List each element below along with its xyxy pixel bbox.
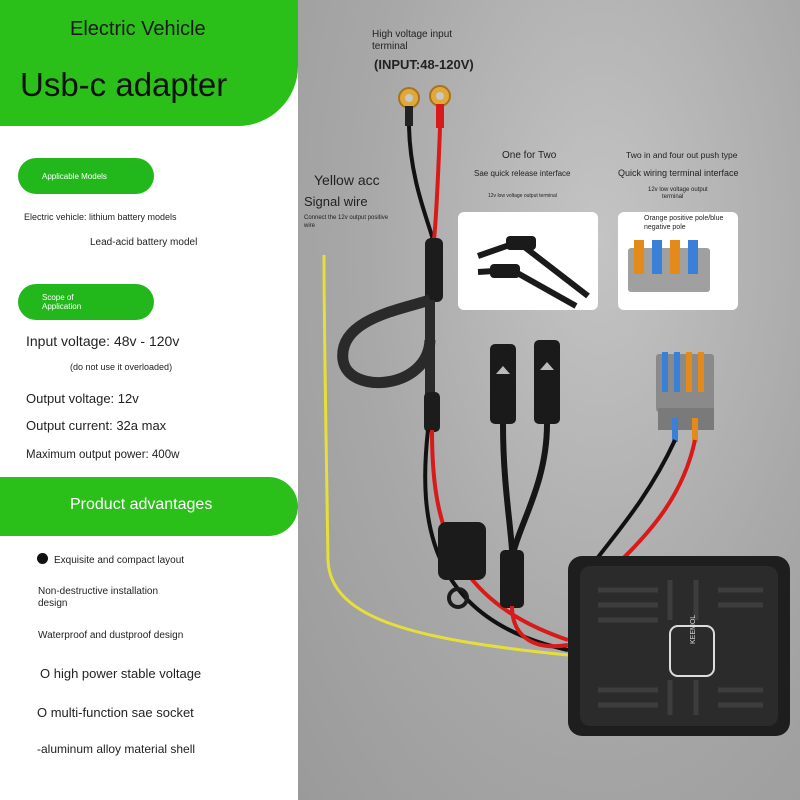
ring-terminal-icon bbox=[398, 85, 451, 128]
converter-box bbox=[568, 556, 790, 736]
advantage-item: Exquisite and compact layout bbox=[54, 555, 185, 566]
acc-note-1: Connect the 12v output positive bbox=[304, 215, 389, 221]
braided-cable bbox=[337, 294, 436, 388]
title-line-1: Electric Vehicle bbox=[70, 18, 206, 40]
wiring-illustration bbox=[322, 85, 790, 736]
terminal-title: Two in and four out push type bbox=[626, 150, 738, 160]
spec-panel: Electric Vehicle Usb-c adapter Applicabl… bbox=[0, 0, 298, 800]
applicable-models-label: Applicable Models bbox=[42, 171, 107, 181]
overload-note: (do not use it overloaded) bbox=[70, 362, 173, 372]
bullet-dot-icon bbox=[37, 553, 48, 564]
advantages-title: Product advantages bbox=[70, 496, 213, 513]
scope-label-2: Application bbox=[42, 302, 82, 311]
title-banner bbox=[0, 0, 298, 126]
scope-pill: Scope of Application bbox=[18, 284, 154, 320]
applicable-item-2: Lead-acid battery model bbox=[90, 237, 198, 248]
logo-icon bbox=[669, 625, 715, 677]
acc-label: Yellow acc bbox=[314, 172, 380, 188]
advantage-item: -aluminum alloy material shell bbox=[37, 742, 196, 756]
sae-inset-photo bbox=[458, 212, 598, 310]
advantage-item: O multi-function sae socket bbox=[37, 705, 194, 720]
sae-title: One for Two bbox=[502, 150, 557, 161]
terminal-tiny-2: terminal bbox=[662, 194, 684, 200]
sae-tiny: 12v low voltage output terminal bbox=[488, 193, 557, 199]
yellow-acc-wire bbox=[322, 254, 569, 657]
fuse-holder bbox=[438, 522, 486, 580]
terminal-inset-photo bbox=[618, 212, 738, 310]
output-voltage: Output voltage: 12v bbox=[26, 391, 139, 406]
advantage-item: O high power stable voltage bbox=[40, 666, 202, 681]
signal-wire-label: Signal wire bbox=[304, 194, 368, 209]
sae-connector-icon bbox=[490, 340, 569, 649]
terminal-note-2: negative pole bbox=[644, 224, 686, 231]
sae-subtitle: Sae quick release interface bbox=[474, 169, 571, 178]
advantage-item: design bbox=[38, 598, 68, 609]
applicable-models-pill: Applicable Models bbox=[18, 158, 154, 194]
input-voltage: Input voltage: 48v - 120v bbox=[26, 333, 180, 349]
terminal-note-1: Orange positive pole/blue bbox=[644, 215, 724, 222]
output-current: Output current: 32a max bbox=[26, 418, 167, 433]
advantages-banner bbox=[0, 477, 298, 536]
hv-label-2: terminal bbox=[372, 41, 408, 52]
cable-sleeve bbox=[425, 238, 443, 302]
terminal-subtitle: Quick wiring terminal interface bbox=[618, 168, 739, 178]
terminal-tiny: 12v low voltage output bbox=[648, 187, 708, 193]
acc-note-2: wire bbox=[304, 223, 316, 229]
hv-input-range: (INPUT:48-120V) bbox=[374, 57, 474, 72]
push-terminal-icon bbox=[656, 352, 714, 442]
scope-label-1: Scope of bbox=[42, 293, 74, 302]
max-power: Maximum output power: 400w bbox=[26, 449, 180, 461]
product-photo-area: High voltage input terminal (INPUT:48-12… bbox=[298, 0, 800, 800]
advantage-item: Non-destructive installation bbox=[38, 586, 159, 597]
hv-label-1: High voltage input bbox=[372, 29, 453, 40]
applicable-item-1: Electric vehicle: lithium battery models bbox=[24, 212, 177, 222]
advantage-item: Waterproof and dustproof design bbox=[38, 630, 184, 641]
brand-logo-text: KEEMOL bbox=[690, 614, 697, 644]
title-line-2: Usb-c adapter bbox=[20, 66, 228, 103]
